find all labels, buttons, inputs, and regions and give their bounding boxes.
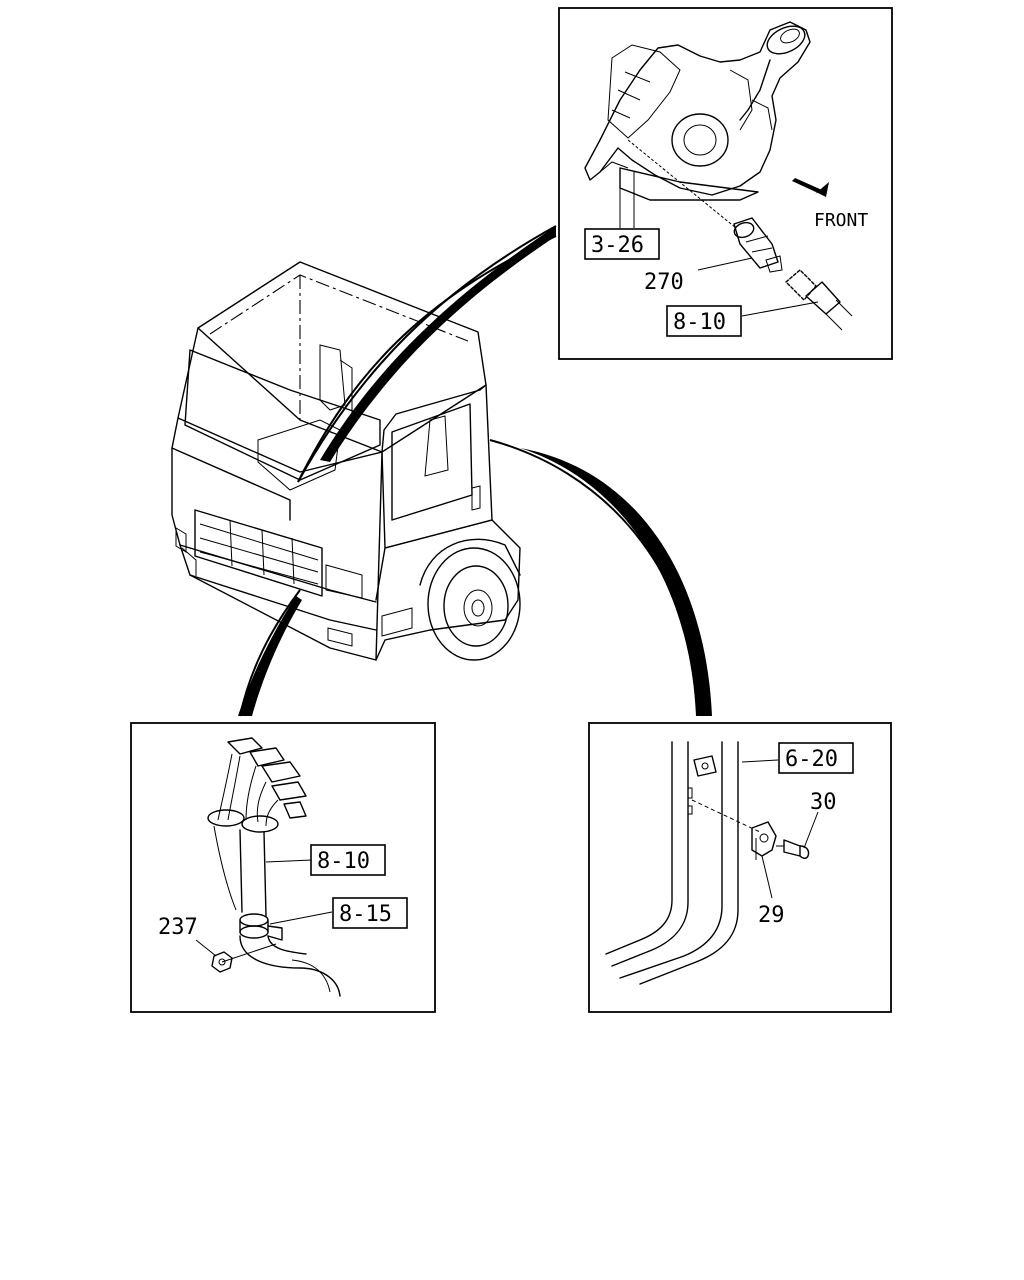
- connector-8-10: [785, 269, 853, 331]
- front-arrow-icon: [792, 178, 829, 197]
- part-label-29[interactable]: 29: [758, 903, 785, 928]
- bottom-left-detail-panel: 8-10 8-15 237: [130, 722, 436, 1013]
- ref-label-8-15[interactable]: 8-15: [339, 902, 392, 927]
- callout-arcs: [238, 225, 712, 717]
- part-label-270[interactable]: 270: [644, 270, 684, 295]
- ref-box-6-20[interactable]: [778, 742, 854, 774]
- nut-237-icon: [211, 951, 233, 973]
- pressure-sensor-270: [733, 217, 783, 273]
- ref-box-8-15[interactable]: [332, 897, 408, 929]
- ref-box-8-10-top[interactable]: [666, 305, 742, 337]
- ref-label-6-20[interactable]: 6-20: [785, 747, 838, 772]
- ref-box-3-26[interactable]: [584, 228, 660, 260]
- harness-connectors-drawing: [207, 737, 341, 997]
- ref-label-8-10-bottom-left[interactable]: 8-10: [317, 849, 370, 874]
- ref-label-3-26[interactable]: 3-26: [591, 233, 644, 258]
- top-detail-panel: FRONT: [558, 7, 893, 360]
- door-frame-drawing: [605, 741, 810, 985]
- bottom-right-detail-panel: 6-20 30 29: [588, 722, 892, 1013]
- ref-label-8-10-top[interactable]: 8-10: [673, 310, 726, 335]
- direction-label: FRONT: [814, 210, 868, 231]
- ref-box-8-10-bottom-left[interactable]: [310, 844, 386, 876]
- part-label-30[interactable]: 30: [810, 790, 837, 815]
- part-label-237[interactable]: 237: [158, 915, 198, 940]
- truck-cab-illustration: [171, 261, 521, 661]
